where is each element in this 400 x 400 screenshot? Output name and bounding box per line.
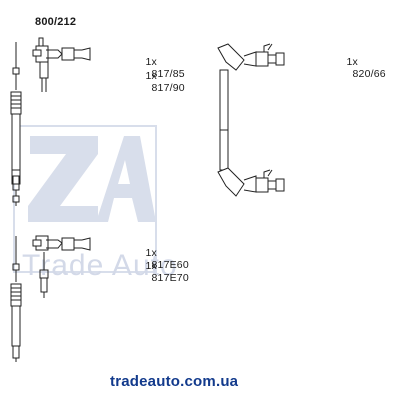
part-qty: 1x <box>145 70 157 82</box>
part-code: 817/90 <box>151 82 185 94</box>
lead-820-66 <box>217 43 285 197</box>
watermark-glyph-z <box>28 136 98 222</box>
part-code: 820/66 <box>352 68 386 80</box>
watermark-frame <box>13 125 157 273</box>
part-row: 1x 817/90 <box>133 58 185 106</box>
lead-817-E60 <box>10 235 91 362</box>
part-row: 1x 817E70 <box>133 248 189 296</box>
part-set-title: 800/212 <box>35 16 77 28</box>
lead-817-85 <box>10 37 91 206</box>
part-code: 817/85 <box>151 68 185 80</box>
footer-site-url: tradeauto.com.ua <box>110 373 239 390</box>
part-code: 817E60 <box>151 259 189 271</box>
part-code: 817E70 <box>151 272 189 284</box>
part-qty: 1x <box>145 247 157 259</box>
part-qty: 1x <box>346 56 358 68</box>
part-row: 1x 817/85 <box>133 44 185 92</box>
part-qty: 1x <box>145 56 157 68</box>
part-row: 1x 817E60 <box>133 235 189 283</box>
part-qty: 1x <box>145 260 157 272</box>
part-row: 1x 820/66 <box>334 44 386 92</box>
